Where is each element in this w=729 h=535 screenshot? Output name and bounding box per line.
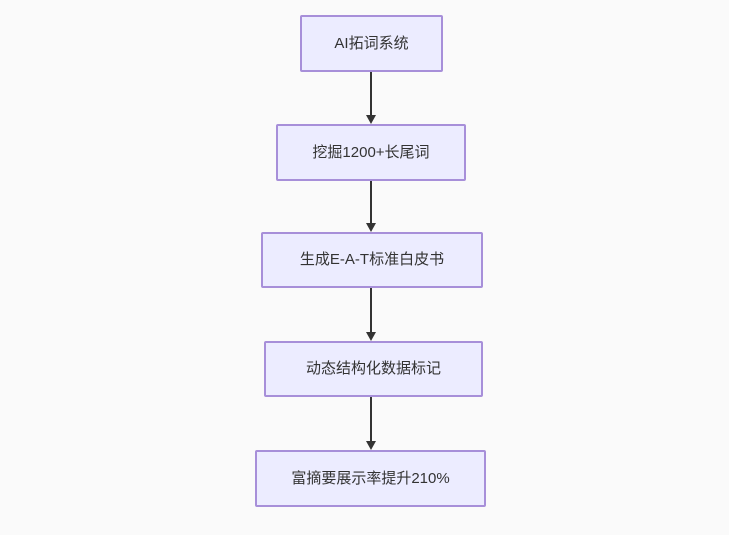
flowchart-node-2: 挖掘1200+长尾词 [276,124,466,181]
arrow-line [370,72,372,115]
arrow-line [370,397,372,441]
flowchart-node-label: 挖掘1200+长尾词 [312,143,430,161]
flowchart-node-label: AI拓词系统 [334,34,409,52]
flow-arrow-4-5 [366,397,376,450]
arrow-line [370,288,372,332]
flow-arrow-3-4 [366,288,376,341]
arrowhead-down-icon [366,332,376,341]
flowchart-node-5: 富摘要展示率提升210% [255,450,486,507]
flowchart-node-label: 动态结构化数据标记 [305,360,441,377]
arrowhead-down-icon [366,223,376,232]
flowchart-node-1: AI拓词系统 [300,15,443,72]
flowchart-node-label: 富摘要展示率提升210% [291,469,450,487]
arrow-line [370,181,372,223]
flowchart-node-label: 生成E-A-T标准白皮书 [299,251,445,268]
flowchart-node-3: 生成E-A-T标准白皮书 [261,232,483,288]
flow-arrow-2-3 [366,181,376,232]
flowchart-node-4: 动态结构化数据标记 [264,341,483,397]
arrowhead-down-icon [366,441,376,450]
arrowhead-down-icon [366,115,376,124]
flow-arrow-1-2 [366,72,376,124]
